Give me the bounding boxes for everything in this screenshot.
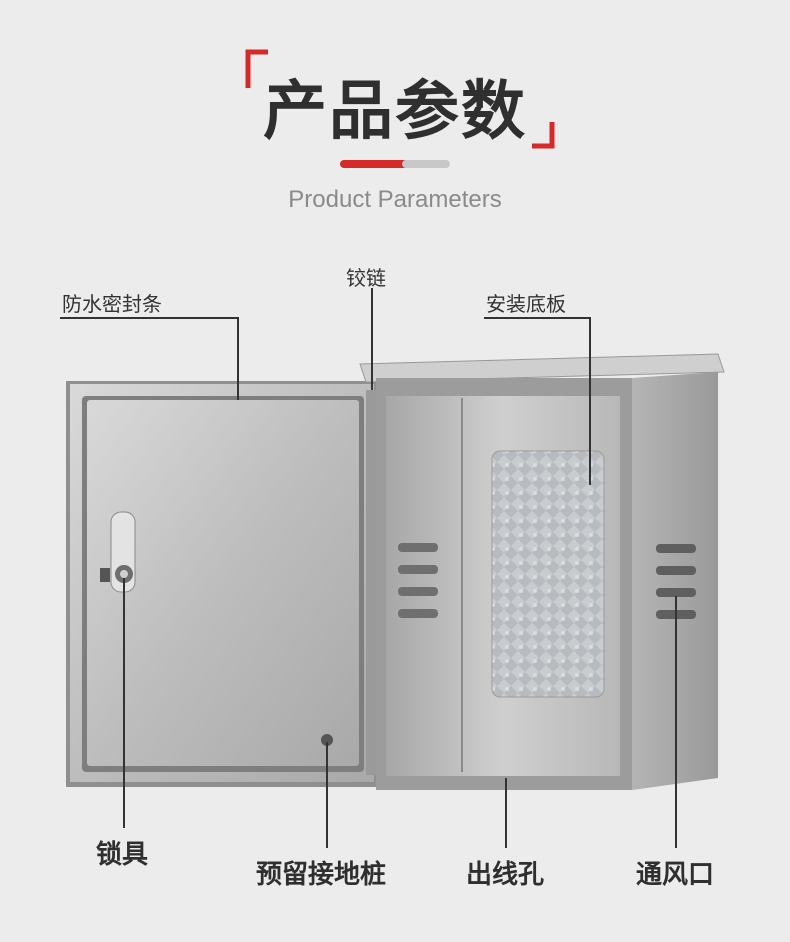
title-decoration bbox=[245, 49, 555, 168]
callout-mounting-plate: 安装底板 bbox=[486, 292, 566, 316]
callout-hinge: 铰链 bbox=[346, 266, 386, 290]
inner-vents bbox=[398, 543, 438, 618]
callout-ground-stud: 预留接地桩 bbox=[256, 860, 387, 890]
ground-stud bbox=[321, 734, 333, 746]
cabinet-side bbox=[632, 372, 718, 790]
callout-cable-hole: 出线孔 bbox=[466, 860, 545, 890]
mounting-plate bbox=[491, 450, 605, 698]
cabinet-top bbox=[359, 353, 725, 383]
page-subtitle: Product Parameters bbox=[288, 186, 502, 213]
corner-bracket-bottom-right bbox=[532, 122, 555, 149]
door-lock bbox=[100, 511, 136, 593]
side-vents bbox=[656, 544, 696, 619]
corner-bracket-top-left bbox=[245, 49, 268, 88]
callout-lines bbox=[60, 288, 677, 848]
accent-bar-grey bbox=[402, 160, 450, 168]
callout-lock: 锁具 bbox=[96, 840, 149, 870]
enclosure-door bbox=[66, 381, 378, 787]
page-title: 产品参数 bbox=[263, 75, 527, 149]
callout-vent: 通风口 bbox=[636, 860, 715, 890]
hinge-strip bbox=[366, 390, 378, 775]
accent-bar-red bbox=[340, 160, 410, 168]
callout-seal-strip: 防水密封条 bbox=[62, 292, 162, 316]
